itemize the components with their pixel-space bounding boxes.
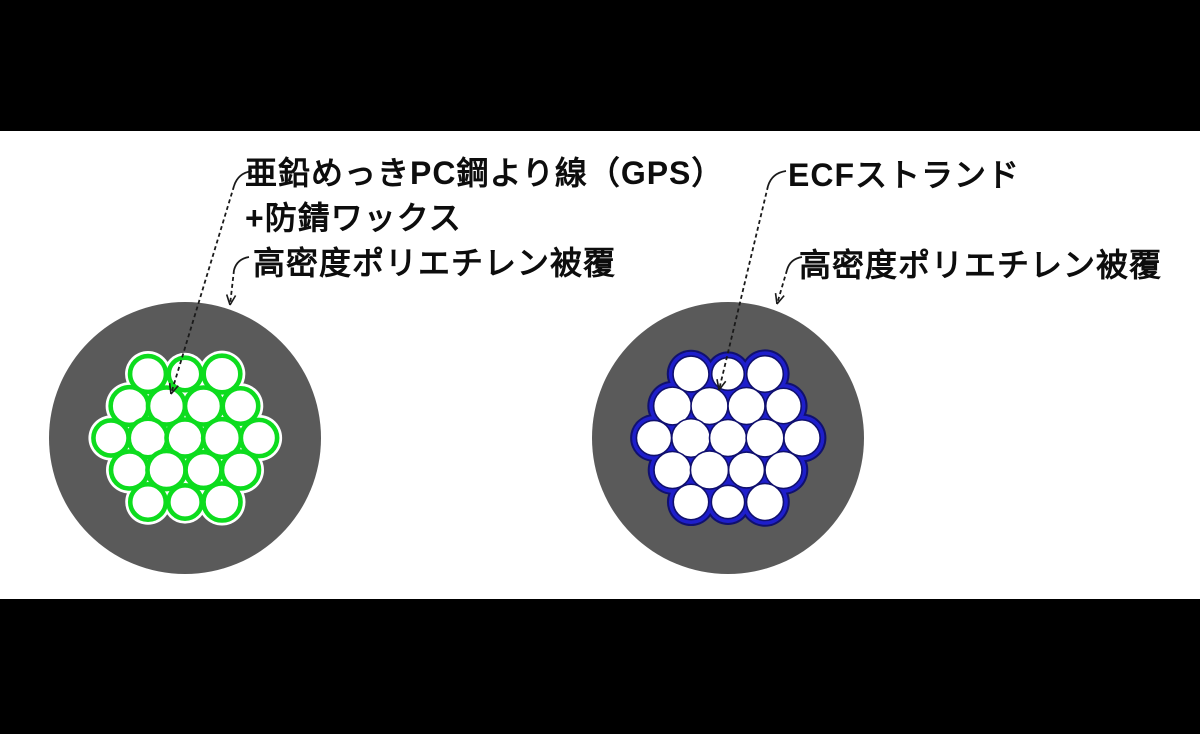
ecf-strand-wire — [710, 484, 746, 520]
gps-coating-leader-arrowhead — [225, 294, 231, 306]
gps-strand-wire — [127, 481, 169, 523]
label-gps-line1: 亜鉛めっきPC鋼より線（GPS） — [245, 155, 725, 191]
label-gps-coating: 高密度ポリエチレン被覆 — [253, 245, 617, 281]
gps-strand-leader-arrowhead — [170, 385, 179, 395]
gps-strand-leader-line — [170, 185, 235, 395]
ecf-strand-wire — [727, 451, 766, 489]
gps-strand-wire — [201, 481, 243, 523]
ecf-coating-leader-arrowhead — [774, 292, 778, 305]
ecf-strand-wire — [710, 356, 746, 392]
gps-strand-leader-hook — [233, 170, 253, 187]
ecf-strand-leader-arrowhead — [716, 379, 720, 391]
ecf-strand-wire — [745, 418, 785, 458]
label-gps-line2: +防錆ワックス — [245, 200, 462, 236]
ecf-strand-wire — [653, 450, 692, 490]
ecf-coating-leader-hook — [786, 256, 803, 271]
ecf-strand-leader-hook — [767, 170, 787, 187]
gps-strand-wire — [238, 417, 280, 459]
ecf-strand-wire — [727, 386, 766, 426]
label-gps-strand: 亜鉛めっきPC鋼より線（GPS） +防錆ワックス 高密度ポリエチレン被覆 — [245, 151, 724, 286]
ecf-strand-leader-arrowhead — [718, 380, 727, 391]
gps-coating-leader-arrowhead — [229, 295, 237, 306]
ecf-strand-wire — [764, 450, 803, 490]
label-ecf-coating: 高密度ポリエチレン被覆 — [799, 247, 1163, 283]
ecf-strand-wire — [672, 355, 710, 393]
gps-strand-wire — [127, 353, 169, 395]
label-ecf-strand: ECFストランド — [788, 157, 1021, 193]
ecf-strand-wire — [745, 482, 785, 522]
gps-strand-wire — [201, 353, 243, 395]
gps-strand-wire — [166, 483, 204, 521]
gps-strand-wire — [220, 385, 261, 427]
gps-strand-wire — [166, 355, 204, 393]
ecf-strand-wire — [689, 450, 730, 490]
ecf-strand-wire — [764, 387, 803, 425]
gps-coating-leader-hook — [233, 256, 250, 271]
ecf-strand-wire — [635, 419, 673, 457]
ecf-strand-wire — [783, 419, 821, 457]
ecf-coating-leader-arrowhead — [776, 295, 785, 305]
ecf-strand-wire — [745, 354, 785, 394]
gps-strand-wire — [219, 449, 262, 491]
gps-strand-leader-arrowhead — [168, 382, 172, 395]
gps-coating-leader-line — [229, 269, 235, 306]
ecf-strand-wire — [672, 483, 710, 521]
ecf-coating-leader-line — [776, 269, 788, 305]
